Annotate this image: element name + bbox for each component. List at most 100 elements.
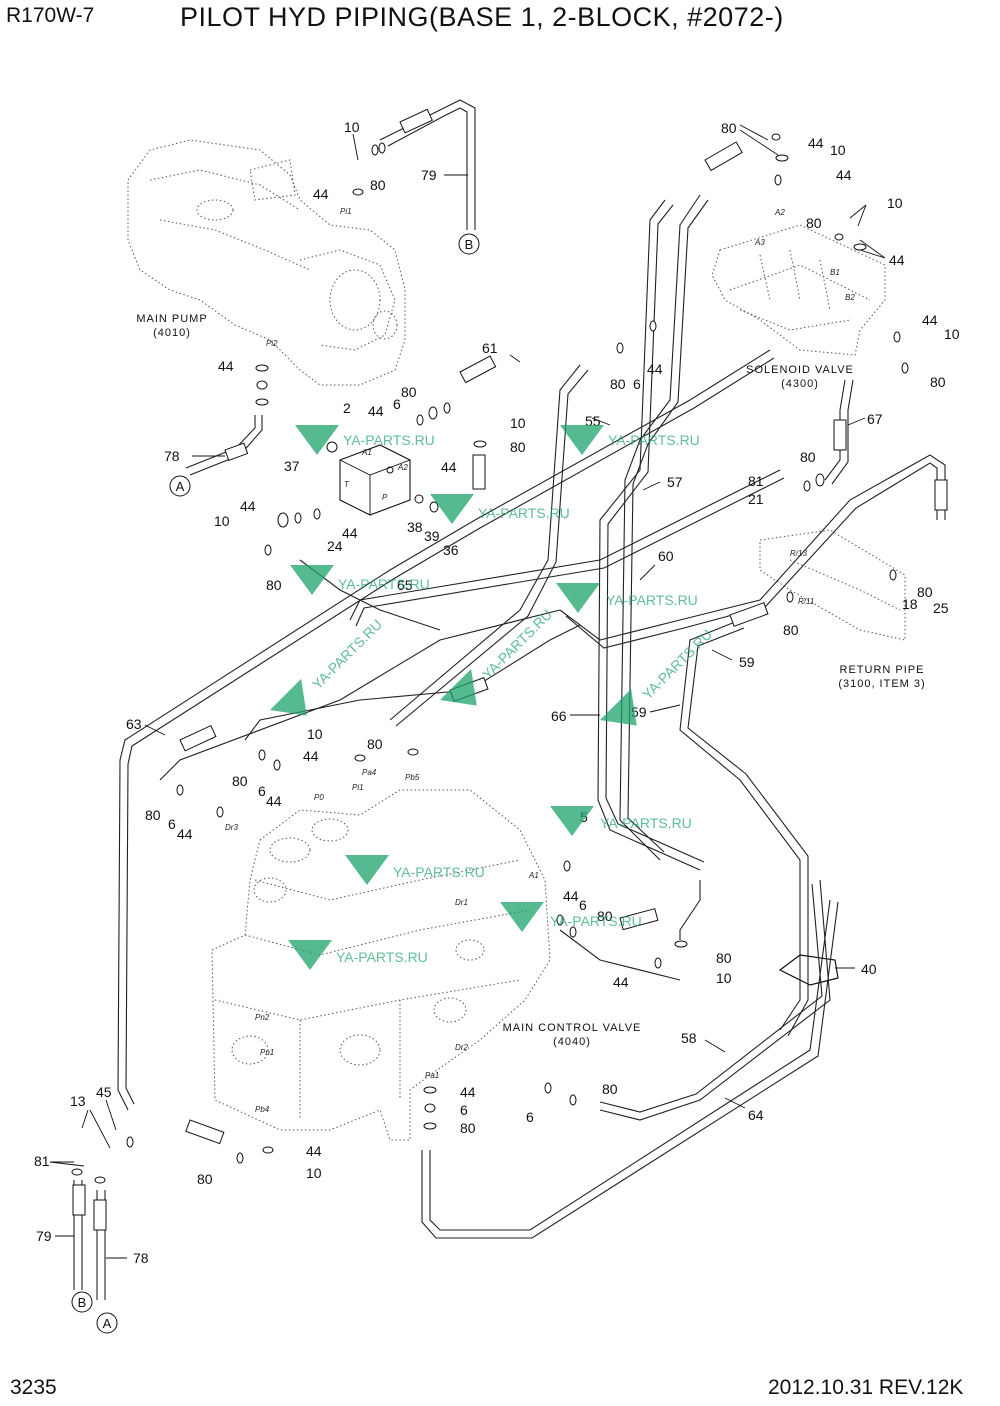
svg-text:80: 80 bbox=[197, 1171, 213, 1187]
svg-text:80: 80 bbox=[510, 439, 526, 455]
svg-text:57: 57 bbox=[667, 474, 683, 490]
svg-text:YA-PARTS.RU: YA-PARTS.RU bbox=[550, 913, 642, 929]
svg-text:36: 36 bbox=[443, 542, 459, 558]
connector-b-bottom: B bbox=[71, 1291, 93, 1313]
svg-text:Pa4: Pa4 bbox=[362, 768, 377, 777]
svg-text:66: 66 bbox=[551, 708, 567, 724]
svg-text:A: A bbox=[176, 479, 185, 494]
svg-text:59: 59 bbox=[739, 654, 755, 670]
svg-text:Pb4: Pb4 bbox=[255, 1105, 270, 1114]
svg-text:Dr2: Dr2 bbox=[455, 1043, 468, 1052]
svg-text:80: 80 bbox=[716, 950, 732, 966]
label-main-control-valve: MAIN CONTROL VALVE (4040) bbox=[503, 1022, 642, 1048]
svg-text:80: 80 bbox=[602, 1081, 618, 1097]
svg-text:80: 80 bbox=[930, 374, 946, 390]
svg-text:B1: B1 bbox=[830, 268, 840, 277]
svg-text:MAIN CONTROL VALVE: MAIN CONTROL VALVE bbox=[503, 1022, 642, 1034]
svg-text:YA-PARTS.RU: YA-PARTS.RU bbox=[343, 432, 435, 448]
svg-text:YA-PARTS.RU: YA-PARTS.RU bbox=[393, 864, 485, 880]
svg-text:6: 6 bbox=[526, 1109, 534, 1125]
svg-text:(4300): (4300) bbox=[781, 378, 819, 390]
svg-text:80: 80 bbox=[783, 622, 799, 638]
svg-text:40: 40 bbox=[861, 961, 877, 977]
connector-a-left: A bbox=[169, 475, 191, 497]
svg-text:(4010): (4010) bbox=[153, 327, 191, 339]
svg-text:YA-PARTS.RU: YA-PARTS.RU bbox=[336, 949, 428, 965]
svg-text:38: 38 bbox=[407, 519, 423, 535]
svg-text:Pi1: Pi1 bbox=[352, 783, 364, 792]
leader-lines bbox=[49, 124, 886, 1259]
part-numbers: 10 80 44 79 80 44 10 44 10 80 44 44 10 8… bbox=[34, 119, 960, 1266]
svg-text:SOLENOID VALVE: SOLENOID VALVE bbox=[746, 364, 854, 376]
svg-text:A: A bbox=[103, 1316, 112, 1331]
svg-text:10: 10 bbox=[307, 726, 323, 742]
svg-text:67: 67 bbox=[867, 411, 883, 427]
svg-text:10: 10 bbox=[944, 326, 960, 342]
svg-text:Pn2: Pn2 bbox=[255, 1013, 270, 1022]
svg-text:6: 6 bbox=[579, 897, 587, 913]
svg-text:80: 80 bbox=[721, 120, 737, 136]
svg-text:6: 6 bbox=[460, 1102, 468, 1118]
svg-text:39: 39 bbox=[424, 528, 440, 544]
svg-text:YA-PARTS.RU: YA-PARTS.RU bbox=[639, 626, 715, 702]
svg-text:YA-PARTS.RU: YA-PARTS.RU bbox=[478, 505, 570, 521]
svg-text:44: 44 bbox=[177, 826, 193, 842]
label-solenoid-valve: SOLENOID VALVE (4300) bbox=[746, 364, 854, 390]
svg-text:44: 44 bbox=[303, 748, 319, 764]
svg-text:18: 18 bbox=[902, 596, 918, 612]
svg-text:6: 6 bbox=[633, 376, 641, 392]
svg-text:T: T bbox=[344, 480, 350, 489]
svg-text:44: 44 bbox=[889, 252, 905, 268]
watermarks: YA-PARTS.RU YA-PARTS.RU YA-PARTS.RU YA-P… bbox=[270, 425, 715, 970]
svg-text:10: 10 bbox=[510, 415, 526, 431]
svg-text:10: 10 bbox=[214, 513, 230, 529]
svg-text:A2: A2 bbox=[397, 463, 408, 472]
svg-text:80: 80 bbox=[401, 384, 417, 400]
svg-text:45: 45 bbox=[96, 1084, 112, 1100]
svg-text:44: 44 bbox=[808, 135, 824, 151]
svg-text:44: 44 bbox=[647, 361, 663, 377]
svg-text:B: B bbox=[465, 237, 474, 252]
page-title: PILOT HYD PIPING(BASE 1, 2-BLOCK, #2072-… bbox=[180, 2, 784, 32]
svg-text:80: 80 bbox=[597, 908, 613, 924]
svg-text:6: 6 bbox=[393, 396, 401, 412]
svg-text:B: B bbox=[78, 1295, 87, 1310]
svg-text:Pi2: Pi2 bbox=[266, 339, 278, 348]
pilot-block-2 bbox=[339, 444, 411, 516]
svg-text:YA-PARTS.RU: YA-PARTS.RU bbox=[608, 432, 700, 448]
svg-text:65: 65 bbox=[397, 577, 413, 593]
svg-text:(4040): (4040) bbox=[553, 1036, 591, 1048]
svg-text:A1: A1 bbox=[528, 871, 539, 880]
svg-text:81: 81 bbox=[748, 473, 764, 489]
svg-text:80: 80 bbox=[367, 736, 383, 752]
connector-a-bottom: A bbox=[96, 1312, 118, 1334]
svg-text:10: 10 bbox=[887, 195, 903, 211]
svg-text:R/11: R/11 bbox=[798, 597, 814, 606]
svg-text:44: 44 bbox=[266, 793, 282, 809]
svg-text:78: 78 bbox=[133, 1250, 149, 1266]
svg-text:44: 44 bbox=[613, 974, 629, 990]
svg-text:6: 6 bbox=[168, 816, 176, 832]
svg-text:YA-PARTS.RU: YA-PARTS.RU bbox=[606, 592, 698, 608]
svg-text:2: 2 bbox=[343, 400, 351, 416]
svg-text:24: 24 bbox=[327, 538, 343, 554]
svg-text:80: 80 bbox=[145, 807, 161, 823]
svg-text:81: 81 bbox=[34, 1153, 50, 1169]
model-code: R170W-7 bbox=[6, 4, 95, 27]
svg-text:A2: A2 bbox=[774, 208, 785, 217]
svg-text:44: 44 bbox=[836, 167, 852, 183]
svg-text:44: 44 bbox=[313, 186, 329, 202]
svg-text:RETURN PIPE: RETURN PIPE bbox=[840, 664, 925, 676]
fittings bbox=[71, 133, 909, 1184]
svg-text:A3: A3 bbox=[754, 238, 765, 247]
return-pipe-block-outline bbox=[759, 529, 906, 641]
svg-text:80: 80 bbox=[370, 177, 386, 193]
svg-text:80: 80 bbox=[232, 773, 248, 789]
svg-text:10: 10 bbox=[344, 119, 360, 135]
main-pump-outline bbox=[127, 139, 406, 386]
svg-text:YA-PARTS.RU: YA-PARTS.RU bbox=[600, 815, 692, 831]
svg-text:YA-PARTS.RU: YA-PARTS.RU bbox=[338, 576, 430, 592]
svg-text:MAIN PUMP: MAIN PUMP bbox=[136, 313, 207, 325]
svg-text:Pb5: Pb5 bbox=[405, 773, 420, 782]
svg-text:Pn1: Pn1 bbox=[260, 1048, 274, 1057]
